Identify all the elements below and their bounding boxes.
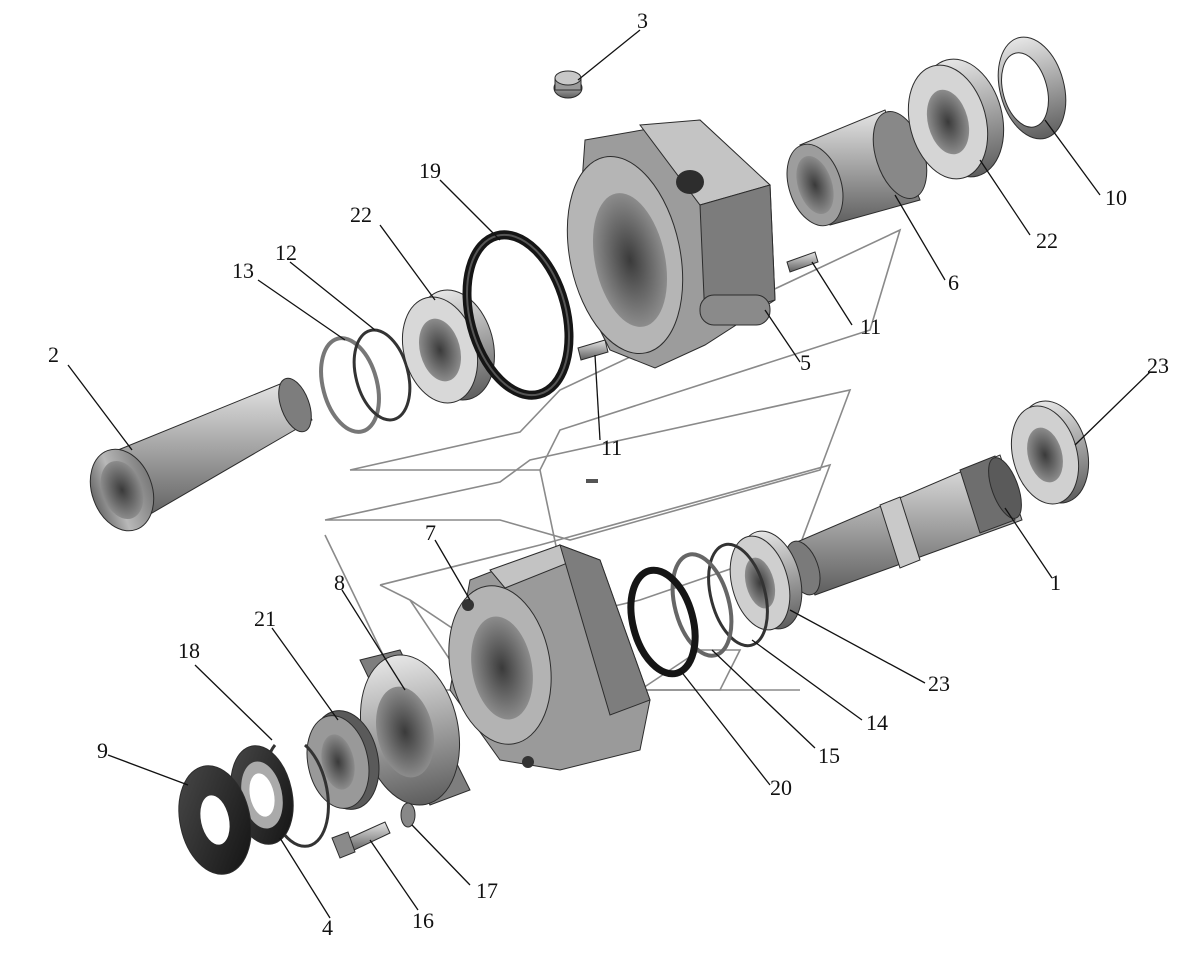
part-11-pin-lower — [577, 339, 609, 361]
label-part-11-upper: 11 — [860, 314, 881, 339]
label-part-14: 14 — [866, 710, 888, 735]
label-part-22-left: 22 — [350, 202, 372, 227]
part-6-bushing — [786, 109, 928, 227]
part-8-flange — [359, 649, 471, 806]
label-part-10: 10 — [1105, 185, 1127, 210]
label-part-23-upper: 23 — [1147, 353, 1169, 378]
label-part-13: 13 — [232, 258, 254, 283]
part-1-shaft — [785, 454, 1023, 596]
part-14-ring — [707, 542, 769, 648]
label-part-21: 21 — [254, 606, 276, 631]
label-part-2: 2 — [48, 342, 59, 367]
label-part-16: 16 — [412, 908, 434, 933]
part-11-pin-tiny — [586, 479, 598, 483]
label-part-22-right: 22 — [1036, 228, 1058, 253]
label-part-4: 4 — [322, 915, 333, 940]
part-19-o-ring — [462, 230, 574, 400]
label-part-17: 17 — [476, 878, 498, 903]
part-23-bearing-upper — [1010, 400, 1089, 505]
part-7-lower-housing — [448, 544, 651, 771]
part-22-bearing-left — [402, 289, 495, 404]
leader-lines — [67, 29, 1151, 919]
part-2-sleeve — [89, 377, 313, 532]
part-21-seal-cup — [306, 710, 380, 810]
part-11-pin-upper — [786, 251, 819, 273]
part-22-bearing-right — [907, 58, 1005, 180]
part-20-o-ring — [627, 566, 699, 678]
label-part-18: 18 — [178, 638, 200, 663]
label-part-3: 3 — [637, 8, 648, 33]
part-15-ring — [670, 552, 734, 658]
label-part-9: 9 — [97, 738, 108, 763]
part-labels: 3 2 13 12 22 19 10 22 6 11 5 11 23 1 23 … — [48, 8, 1169, 940]
label-part-5: 5 — [800, 350, 811, 375]
label-part-20: 20 — [770, 775, 792, 800]
label-part-8: 8 — [334, 570, 345, 595]
part-5-housing — [566, 119, 776, 369]
label-part-12: 12 — [275, 240, 297, 265]
part-16-bolt — [331, 821, 391, 859]
label-part-1: 1 — [1050, 570, 1061, 595]
label-part-23-lower: 23 — [928, 671, 950, 696]
label-part-11-lower: 11 — [601, 435, 622, 460]
part-10-lock-nut — [997, 36, 1067, 140]
label-part-6: 6 — [948, 270, 959, 295]
part-3-plug — [553, 70, 583, 99]
part-23-bearing-lower — [729, 530, 803, 631]
label-part-19: 19 — [419, 158, 441, 183]
part-12-ring — [352, 328, 412, 422]
part-9-dust-seal — [178, 765, 252, 875]
part-13-ring — [319, 336, 381, 434]
label-part-7: 7 — [425, 520, 436, 545]
part-17-washer — [400, 802, 416, 828]
label-part-15: 15 — [818, 743, 840, 768]
